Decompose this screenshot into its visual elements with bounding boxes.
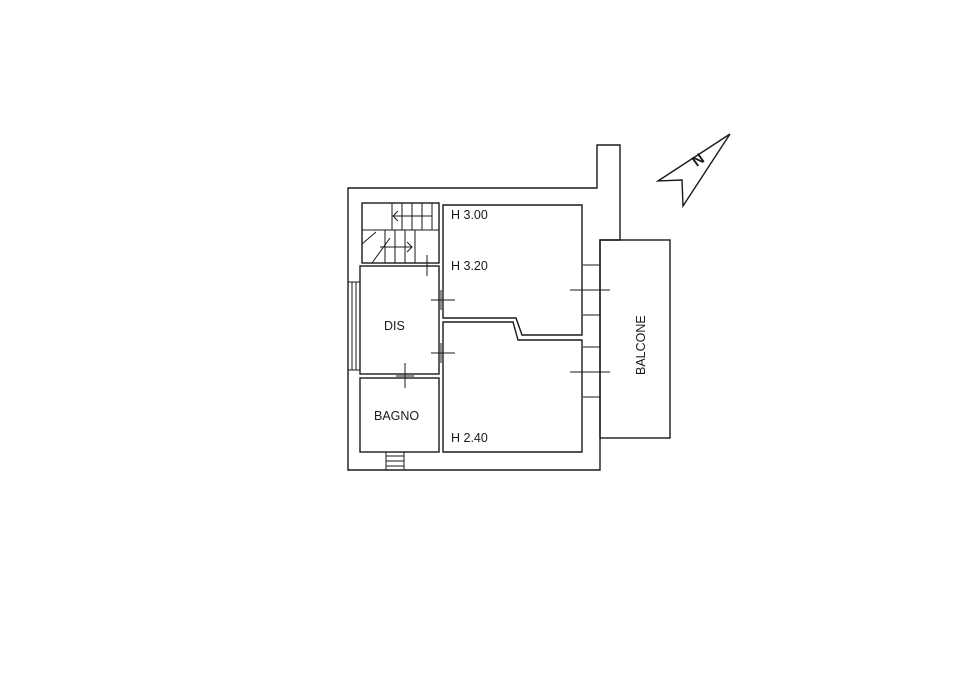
label-height-upper-a: H 3.00 — [451, 208, 488, 222]
label-bagno: BAGNO — [374, 409, 419, 423]
bottom-window — [385, 452, 405, 470]
left-window — [348, 281, 360, 371]
stair-box — [361, 202, 440, 264]
north-arrow-icon: N — [655, 133, 731, 209]
label-height-upper-b: H 3.20 — [451, 259, 488, 273]
upper-room-wall — [442, 204, 583, 336]
label-balcone: BALCONE — [634, 315, 648, 375]
bagno-room-wall — [359, 377, 440, 453]
stair-treads — [361, 203, 439, 264]
label-height-lower: H 2.40 — [451, 431, 488, 445]
balcony-doors — [570, 264, 610, 398]
door-marks — [396, 255, 455, 388]
dis-room-wall — [359, 265, 440, 375]
lower-room-wall — [442, 321, 583, 453]
label-dis: DIS — [384, 319, 405, 333]
north-letter: N — [689, 150, 708, 170]
balcony-outline — [599, 239, 671, 439]
